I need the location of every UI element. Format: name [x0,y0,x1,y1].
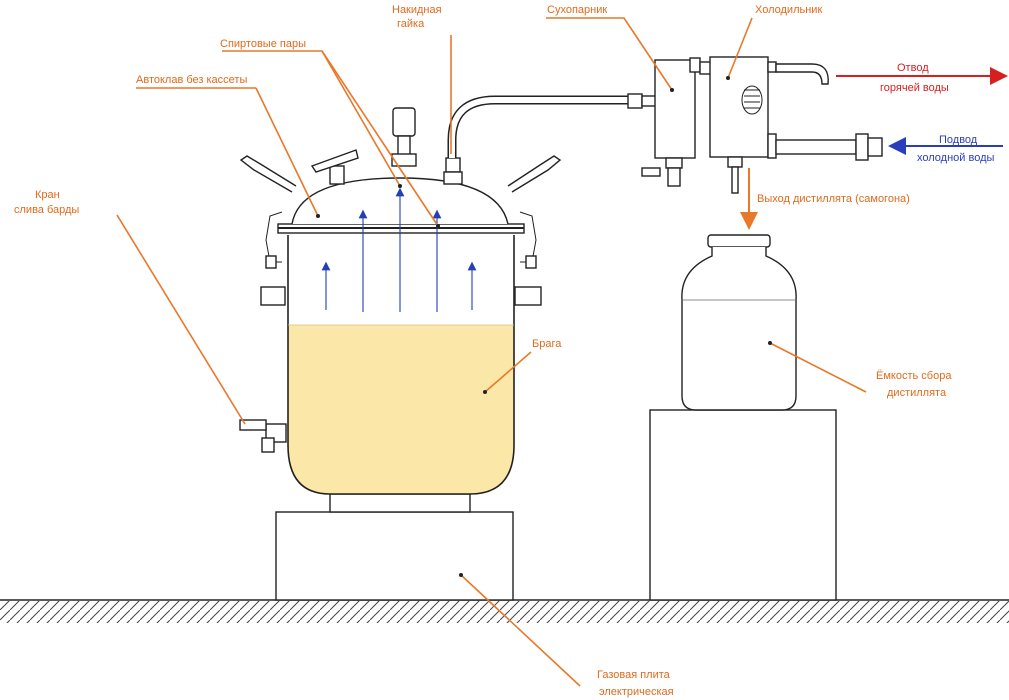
label-cap-nut-line2: гайка [397,18,425,30]
label-autoclave: Автоклав без кассеты [136,74,247,86]
collection-jar [681,234,797,411]
label-alcohol-vapor: Спиртовые пары [220,38,306,50]
vapor-arrows [321,187,477,312]
label-container-line2: дистиллята [887,387,947,399]
label-dryer: Сухопарник [547,4,607,16]
label-hot-water-line1: Отвод [897,62,929,74]
label-cap-nut-line1: Накидная [392,4,442,16]
marker-dots [316,76,772,577]
label-stove-line1: Газовая плита [597,669,671,681]
jar-stand [649,409,837,601]
dryer [641,57,701,187]
label-distillate-out: Выход дистиллята (самогона) [757,193,910,205]
mash-liquid [288,325,514,494]
label-mash: Брага [532,338,562,350]
label-cold-water-line2: холодной воды [917,152,994,164]
label-drain-tap-line1: Кран [35,189,60,201]
condenser [709,56,883,194]
label-stove-line2: электрическая [599,686,674,698]
vapor-pipe [447,93,657,158]
label-condenser: Холодильник [755,4,822,16]
label-container-line1: Ёмкость сбора [876,370,952,382]
label-drain-tap-line2: слива барды [14,204,79,216]
floor [0,599,1009,623]
label-hot-water-line2: горячей воды [880,82,949,94]
label-cold-water-line1: Подвод [939,134,978,146]
leader-lines [116,17,867,687]
stove [275,493,514,601]
